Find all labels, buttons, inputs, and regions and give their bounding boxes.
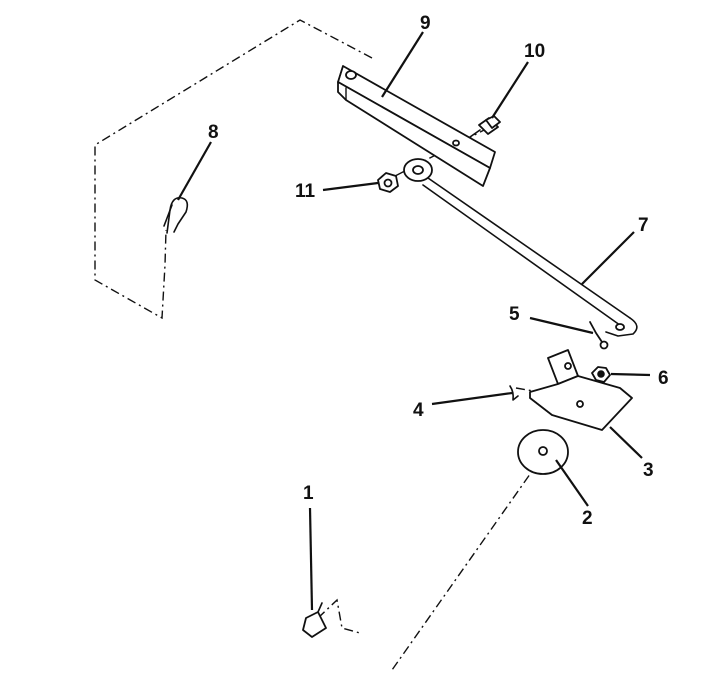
callout-2: 2 — [582, 508, 593, 529]
lower-assembly-line — [317, 598, 361, 634]
leader-3 — [609, 426, 643, 459]
frame-outline — [94, 19, 373, 320]
part-10-bolt — [469, 115, 501, 138]
callout-6: 6 — [658, 368, 669, 389]
callout-10: 10 — [524, 41, 545, 62]
leader-11 — [322, 181, 379, 192]
part-9-channel-bracket — [337, 65, 496, 187]
part-6-nut — [591, 366, 611, 383]
callout-11: 11 — [295, 181, 316, 202]
part-4-cotter-pin — [509, 385, 519, 401]
callout-7: 7 — [638, 215, 649, 236]
leader-1 — [308, 507, 314, 611]
part-1-fastener — [302, 602, 327, 638]
callout-8: 8 — [208, 122, 219, 143]
leader-lines — [177, 31, 651, 611]
part-5-hitch-pin — [589, 321, 609, 350]
leader-9 — [381, 31, 424, 98]
leader-8 — [177, 141, 212, 201]
part-7-control-rod — [403, 158, 638, 337]
part-8-hairpin-clip — [163, 196, 189, 234]
leader-6 — [610, 372, 651, 377]
callout-5: 5 — [509, 304, 520, 325]
leader-10 — [491, 61, 529, 119]
part-11-nut — [377, 172, 399, 193]
washer-centerline — [391, 459, 541, 671]
callout-1: 1 — [303, 483, 314, 504]
callout-9: 9 — [420, 13, 431, 34]
leader-5 — [529, 316, 594, 335]
leader-2 — [555, 459, 589, 507]
callout-4: 4 — [413, 400, 424, 421]
leader-7 — [581, 231, 635, 285]
part-3-bracket-plate — [529, 349, 633, 431]
leader-4 — [431, 391, 513, 406]
part-2-washer — [517, 429, 569, 475]
callout-3: 3 — [643, 460, 654, 481]
